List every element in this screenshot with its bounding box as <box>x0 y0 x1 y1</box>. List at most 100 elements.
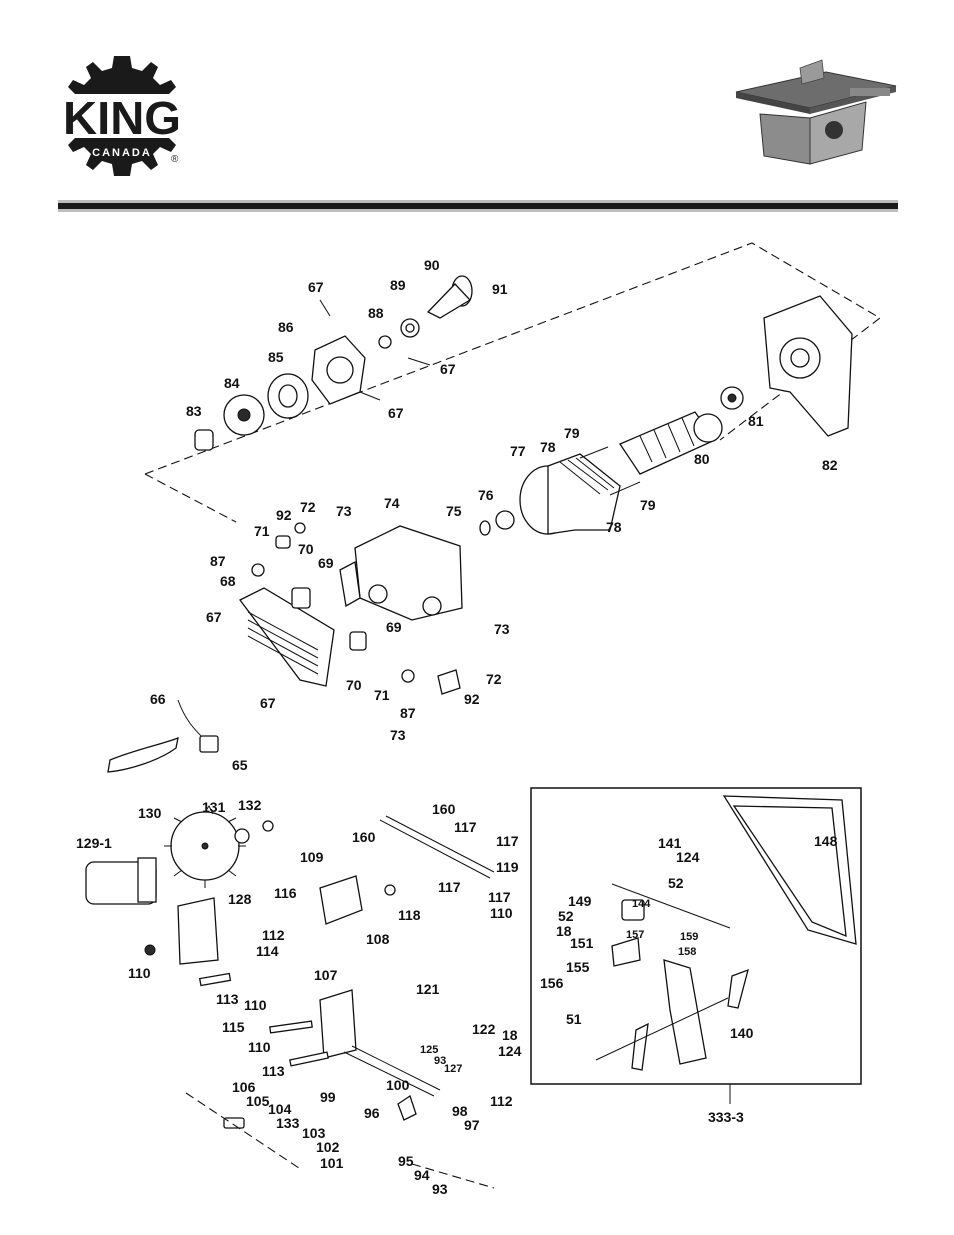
part-callouts: 90 91 67 89 88 86 67 85 84 67 83 80 81 8… <box>76 257 838 1197</box>
callout-label: 156 <box>540 975 564 991</box>
callout-label: 70 <box>346 677 362 693</box>
blade-elevation-assembly <box>85 805 495 1189</box>
callout-label: 101 <box>320 1155 344 1171</box>
callout-label: 67 <box>440 361 456 377</box>
callout-label: 92 <box>464 691 480 707</box>
callout-label: 130 <box>138 805 162 821</box>
callout-label: 78 <box>606 519 622 535</box>
callout-label: 110 <box>248 1039 271 1055</box>
callout-label: 83 <box>186 403 202 419</box>
callout-label: 104 <box>268 1101 292 1117</box>
callout-label: 67 <box>206 609 222 625</box>
callout-label: 69 <box>318 555 334 571</box>
callout-label: 73 <box>494 621 510 637</box>
callout-label: 127 <box>444 1063 462 1075</box>
callout-label: 117 <box>488 889 511 905</box>
callout-label: 79 <box>640 497 656 513</box>
callout-label: 112 <box>490 1093 513 1109</box>
callout-label: 65 <box>232 757 248 773</box>
callout-label: 151 <box>570 935 594 951</box>
callout-label: 118 <box>398 907 421 923</box>
inset-box <box>530 787 862 1085</box>
callout-label: 80 <box>694 451 710 467</box>
callout-label: 144 <box>632 898 651 910</box>
king-canada-logo: KING CANADA ® <box>58 56 186 176</box>
callout-label: 70 <box>298 541 314 557</box>
callout-label: 67 <box>260 695 276 711</box>
callout-label: 110 <box>490 905 513 921</box>
callout-label: 125 <box>420 1044 438 1056</box>
callout-label: 116 <box>274 885 297 901</box>
callout-label: 84 <box>224 375 240 391</box>
logo-sub: CANADA <box>92 147 152 159</box>
callout-label: 155 <box>566 959 590 975</box>
callout-label: 157 <box>626 929 644 941</box>
callout-label: 149 <box>568 893 592 909</box>
callout-label: 108 <box>366 931 390 947</box>
inset-label: 333-3 <box>708 1109 744 1125</box>
table-saw-image <box>735 59 897 165</box>
callout-label: 72 <box>486 671 502 687</box>
callout-label: 109 <box>300 849 324 865</box>
callout-label: 94 <box>414 1167 430 1183</box>
callout-label: 74 <box>384 495 400 511</box>
callout-label: 96 <box>364 1105 380 1121</box>
callout-label: 85 <box>268 349 284 365</box>
motor-assembly <box>107 242 881 773</box>
callout-label: 124 <box>676 849 700 865</box>
callout-label: 76 <box>478 487 494 503</box>
callout-label: 117 <box>496 833 519 849</box>
callout-label: 114 <box>256 943 279 959</box>
callout-label: 132 <box>238 797 262 813</box>
callout-label: 67 <box>308 279 324 295</box>
callout-label: 18 <box>556 923 572 939</box>
callout-label: 88 <box>368 305 384 321</box>
callout-label: 113 <box>216 991 239 1007</box>
callout-label: 160 <box>352 829 376 845</box>
callout-label: 92 <box>276 507 292 523</box>
callout-label: 78 <box>540 439 556 455</box>
callout-label: 133 <box>276 1115 300 1131</box>
callout-label: 81 <box>748 413 764 429</box>
callout-label: 95 <box>398 1153 414 1169</box>
callout-label: 91 <box>492 281 508 297</box>
callout-label: 131 <box>202 799 226 815</box>
header-divider <box>58 200 898 212</box>
callout-label: 69 <box>386 619 402 635</box>
callout-label: 124 <box>498 1043 522 1059</box>
callout-label: 73 <box>390 727 406 743</box>
callout-label: 122 <box>472 1021 496 1037</box>
callout-label: 141 <box>658 835 682 851</box>
callout-label: 87 <box>210 553 226 569</box>
callout-label: 100 <box>386 1077 410 1093</box>
callout-label: 148 <box>814 833 838 849</box>
callout-label: 71 <box>374 687 390 703</box>
callout-label: 68 <box>220 573 236 589</box>
callout-label: 90 <box>424 257 440 273</box>
logo-word: KING <box>63 92 181 144</box>
riving-knife-assembly <box>595 795 857 1071</box>
callout-label: 75 <box>446 503 462 519</box>
callout-label: 103 <box>302 1125 326 1141</box>
callout-label: 67 <box>388 405 404 421</box>
callout-label: 105 <box>246 1093 270 1109</box>
callout-label: 98 <box>452 1103 468 1119</box>
callout-label: 160 <box>432 801 456 817</box>
callout-label: 158 <box>678 946 696 958</box>
callout-label: 140 <box>730 1025 754 1041</box>
callout-label: 79 <box>564 425 580 441</box>
callout-label: 107 <box>314 967 338 983</box>
callout-label: 73 <box>336 503 352 519</box>
callout-label: 97 <box>464 1117 480 1133</box>
callout-label: 52 <box>668 875 684 891</box>
callout-label: 119 <box>496 859 519 875</box>
callout-label: 110 <box>244 997 267 1013</box>
callout-label: 93 <box>432 1181 448 1197</box>
callout-label: 128 <box>228 891 252 907</box>
callout-label: 117 <box>438 879 461 895</box>
callout-label: 87 <box>400 705 416 721</box>
callout-label: 115 <box>222 1019 245 1035</box>
registered-mark: ® <box>171 154 179 165</box>
callout-label: 93 <box>434 1055 446 1067</box>
